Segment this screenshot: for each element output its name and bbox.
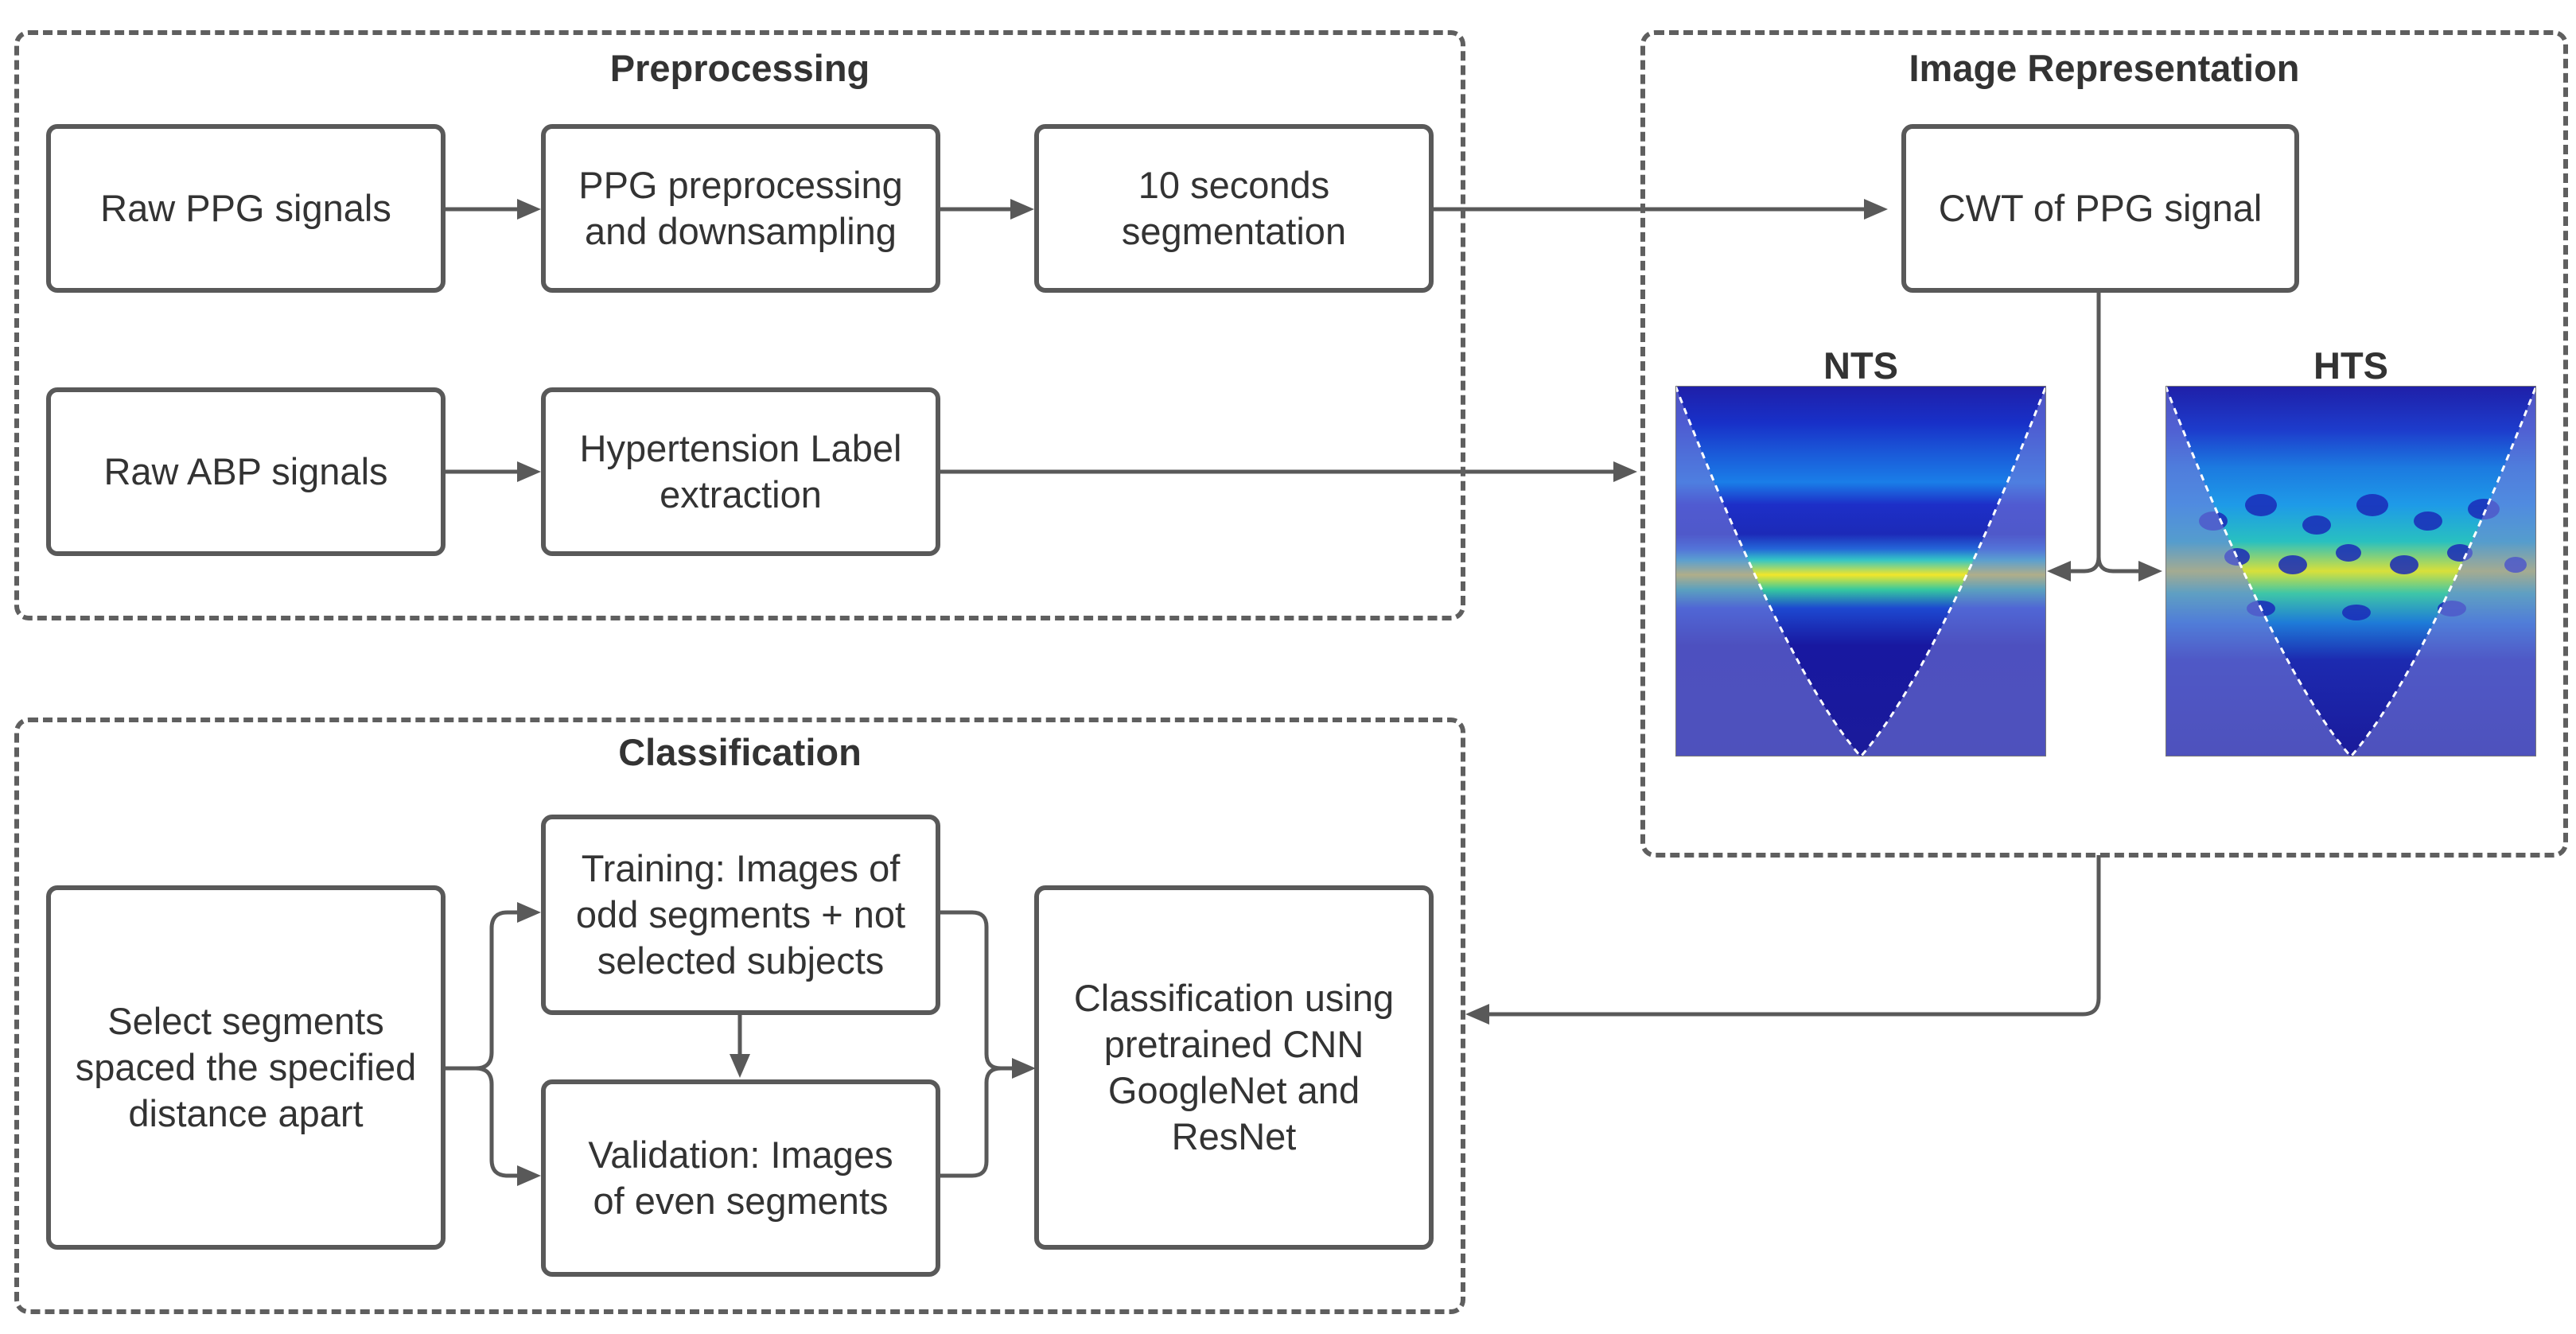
preprocessing-title: Preprocessing (609, 47, 870, 89)
connector-imagerep-to-classify (1480, 855, 2101, 1017)
hts-label: HTS (2313, 344, 2388, 387)
arrowhead-cwt (1864, 199, 1888, 220)
classification-group: Classification (14, 718, 1465, 1314)
connector-select-to-train-val (444, 910, 529, 1178)
ppg-preprocessing-box: PPG preprocessing and downsampling (541, 124, 940, 293)
raw-ppg-box: Raw PPG signals (46, 124, 446, 293)
training-box: Training: Images of odd segments + not s… (541, 815, 940, 1015)
segmentation-box: 10 seconds segmentation (1034, 124, 1434, 293)
arrowhead-preproc (517, 199, 541, 220)
image-representation-group: Image Representation (1640, 30, 2568, 858)
nts-label: NTS (1823, 344, 1898, 387)
label-extraction-box: Hypertension Label extraction (541, 387, 940, 556)
arrowhead-seg (1010, 199, 1034, 220)
nts-scalogram (1675, 386, 2046, 756)
connector-train-val-to-classify (939, 910, 1025, 1178)
arrowhead-hts (2138, 561, 2162, 581)
raw-abp-box: Raw ABP signals (46, 387, 446, 556)
hts-scalogram (2165, 386, 2536, 756)
arrowhead-val (517, 1165, 541, 1186)
image-representation-title: Image Representation (1909, 47, 2300, 89)
classification-title: Classification (618, 731, 862, 773)
arrowhead-train-val (730, 1054, 750, 1078)
classification-model-box: Classification using pretrained CNN Goog… (1034, 885, 1434, 1250)
arrowhead-label (517, 461, 541, 482)
arrowhead-classify-merge (1012, 1058, 1036, 1079)
preprocessing-group: Preprocessing (14, 30, 1465, 620)
arrowhead-classify-in (1465, 1004, 1489, 1025)
cwt-box: CWT of PPG signal (1901, 124, 2299, 293)
select-segments-box: Select segments spaced the specified dis… (46, 885, 446, 1250)
arrowhead-imagerep (1613, 461, 1637, 482)
validation-box: Validation: Images of even segments (541, 1079, 940, 1277)
connector-cwt-to-scalograms (2067, 290, 2142, 574)
arrowhead-train (517, 902, 541, 923)
arrowhead-nts (2047, 561, 2071, 581)
